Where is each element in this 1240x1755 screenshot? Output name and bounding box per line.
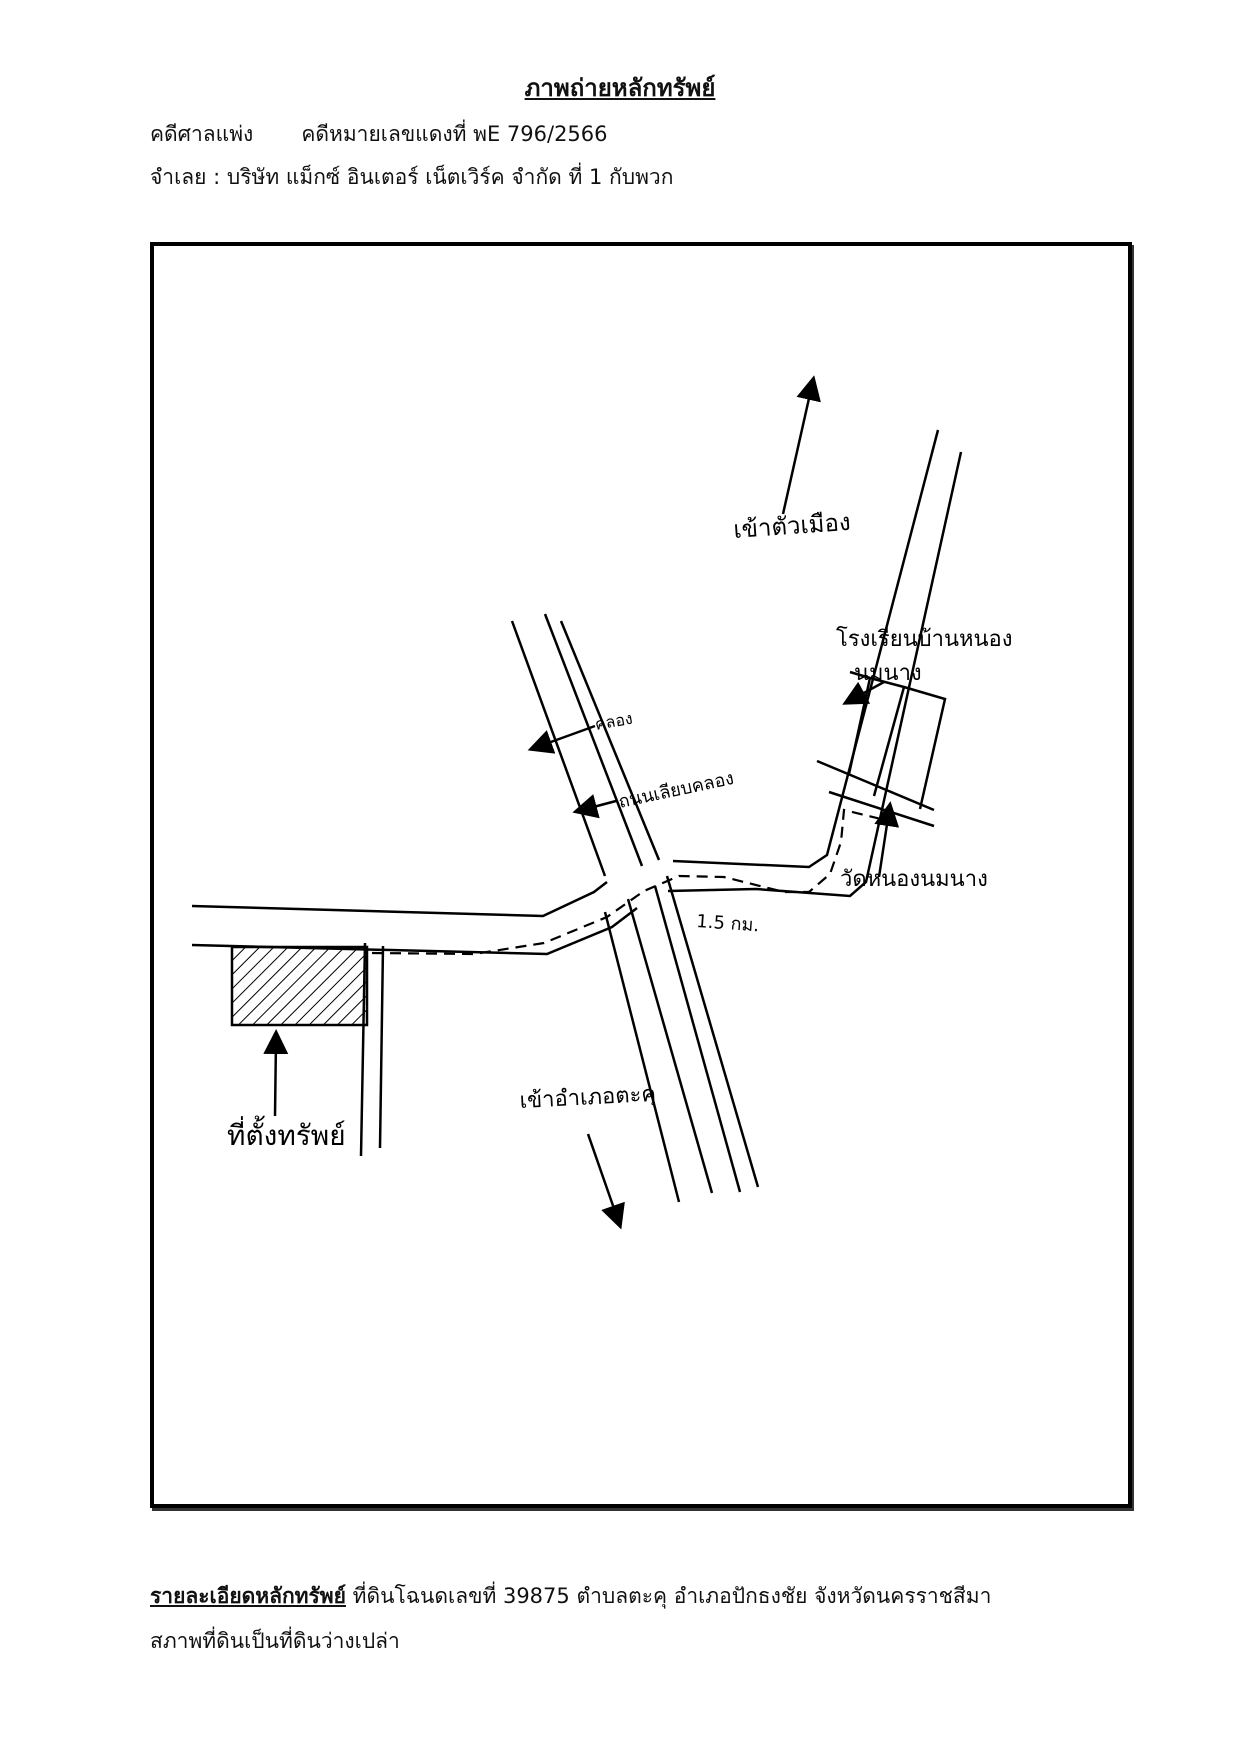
canal-road-arrow: [572, 794, 617, 819]
dashed-route: [371, 808, 890, 956]
defendant-line: จำเลย : บริษัท แม็กซ์ อินเตอร์ เน็ตเวิร์…: [150, 165, 674, 189]
label-to-district: เข้าอำเภอตะคุ: [519, 1082, 657, 1114]
map-frame: เข้าตัวเมือง โรงเรียนบ้านหนอง นมนาง คลอง…: [150, 242, 1132, 1508]
details-label: รายละเอียดหลักทรัพย์: [150, 1584, 346, 1608]
details-text: ที่ดินโฉนดเลขที่ 39875 ตำบลตะคุ อำเภอปัก…: [345, 1584, 992, 1608]
case-info-line: คดีศาลแพ่ง คดีหมายเลขแดงที่ พE 796/2566: [150, 118, 608, 151]
land-condition: สภาพที่ดินเป็นที่ดินว่างเปล่า: [150, 1629, 400, 1653]
label-canal-road: ถนนเลียบคลอง: [617, 768, 736, 813]
label-school-line1: โรงเรียนบ้านหนอง: [836, 626, 1013, 652]
canal-arrow: [527, 724, 596, 754]
temple-arrow: [874, 801, 900, 878]
road-to-city: [667, 429, 963, 898]
to-city-arrow: [781, 375, 821, 515]
label-to-city: เข้าตัวเมือง: [732, 508, 851, 544]
court-type: คดีศาลแพ่ง: [150, 122, 254, 146]
label-temple: วัดหนองนมนาง: [840, 867, 988, 892]
page-title: ภาพถ่ายหลักทรัพย์: [524, 74, 716, 102]
left-road: [191, 881, 638, 956]
label-distance: 1.5 กม.: [696, 911, 760, 936]
case-number: คดีหมายเลขแดงที่ พE 796/2566: [301, 122, 608, 146]
property-parcel: [230, 945, 369, 1027]
to-district-arrow: [586, 1133, 625, 1230]
label-school-line2: นมนาง: [854, 661, 922, 686]
label-property-location: ที่ตั้งทรัพย์: [227, 1115, 346, 1152]
property-arrow: [263, 1029, 289, 1117]
school-building: [816, 670, 947, 828]
hand-drawn-map: เข้าตัวเมือง โรงเรียนบ้านหนอง นมนาง คลอง…: [191, 375, 1013, 1230]
school-arrow: [842, 680, 885, 705]
property-details: รายละเอียดหลักทรัพย์ ที่ดินโฉนดเลขที่ 39…: [150, 1580, 991, 1613]
canal-road: [510, 613, 760, 1203]
